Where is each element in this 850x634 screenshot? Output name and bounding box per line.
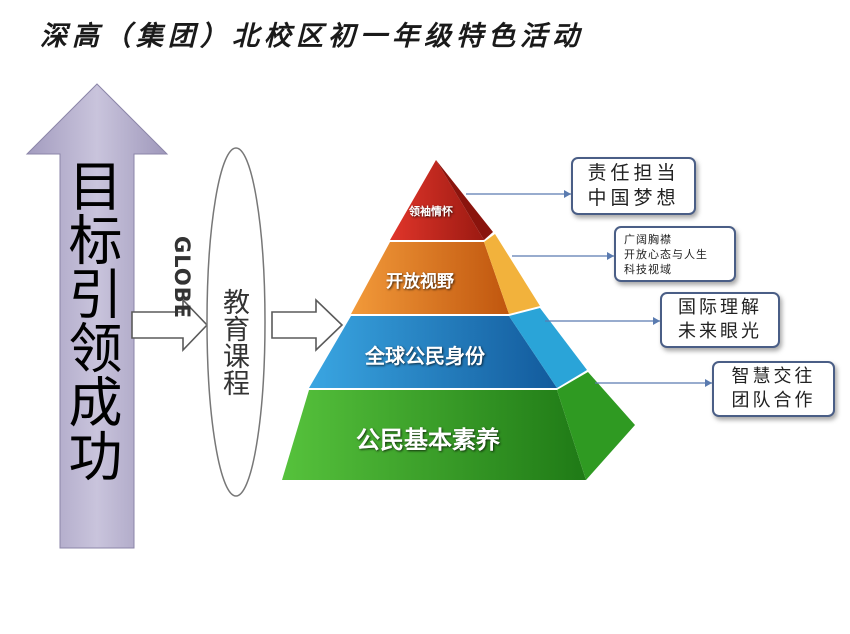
pyramid-level-3-label: 全球公民身份 [365,344,485,368]
pyramid-level-2-side [484,234,540,314]
callout-box-1: 责任担当 中国梦想 [571,157,696,215]
pyramid-level-1-front [390,160,484,240]
callout-4-line-2: 团队合作 [731,390,816,411]
callout-1-line-2: 中国梦想 [587,187,680,209]
pyramid-level-4-side [557,372,635,480]
pyramid-level-3-front [309,316,557,388]
connector-arrowhead-4 [705,379,712,387]
callout-1-line-1: 责任担当 [587,162,680,184]
callout-2-line-3: 科技视域 [624,262,672,276]
right-arrow-2 [271,298,344,352]
connector-arrowhead-2 [607,252,614,260]
pyramid-level-4-label: 公民基本素养 [356,426,500,454]
page-title: 深高（集团）北校区初一年级特色活动 [40,21,584,52]
connector-arrowhead-1 [564,190,571,198]
callout-box-2: 广阔胸襟 开放心态与人生 科技视域 [614,226,736,282]
pyramid-level-1-side [436,160,493,240]
callout-box-3: 国际理解 未来眼光 [660,292,780,348]
connector-arrowhead-3 [653,317,660,325]
callout-2-line-1: 广阔胸襟 [624,232,672,246]
pyramid-level-2-front [351,242,509,314]
right-arrow-1 [131,298,209,352]
globe-curriculum-ellipse [206,147,266,497]
pyramid-level-1-label: 领袖情怀 [409,205,453,218]
pyramid-level-3-side [509,308,587,388]
callout-box-4: 智慧交往 团队合作 [712,361,835,417]
globe-latin-label: GLOBE [170,236,194,320]
callout-2-line-2: 开放心态与人生 [624,247,708,261]
goal-up-arrow [25,83,169,549]
goal-arrow-label: 目标引领成功 [59,158,122,482]
callout-3-line-2: 未来眼光 [678,321,762,342]
globe-chinese-label: 教育课程 [218,288,249,396]
pyramid-level-4-front [282,390,586,480]
callout-4-line-1: 智慧交往 [731,366,816,387]
callout-3-line-1: 国际理解 [678,297,762,318]
pyramid-level-2-label: 开放视野 [386,272,454,292]
